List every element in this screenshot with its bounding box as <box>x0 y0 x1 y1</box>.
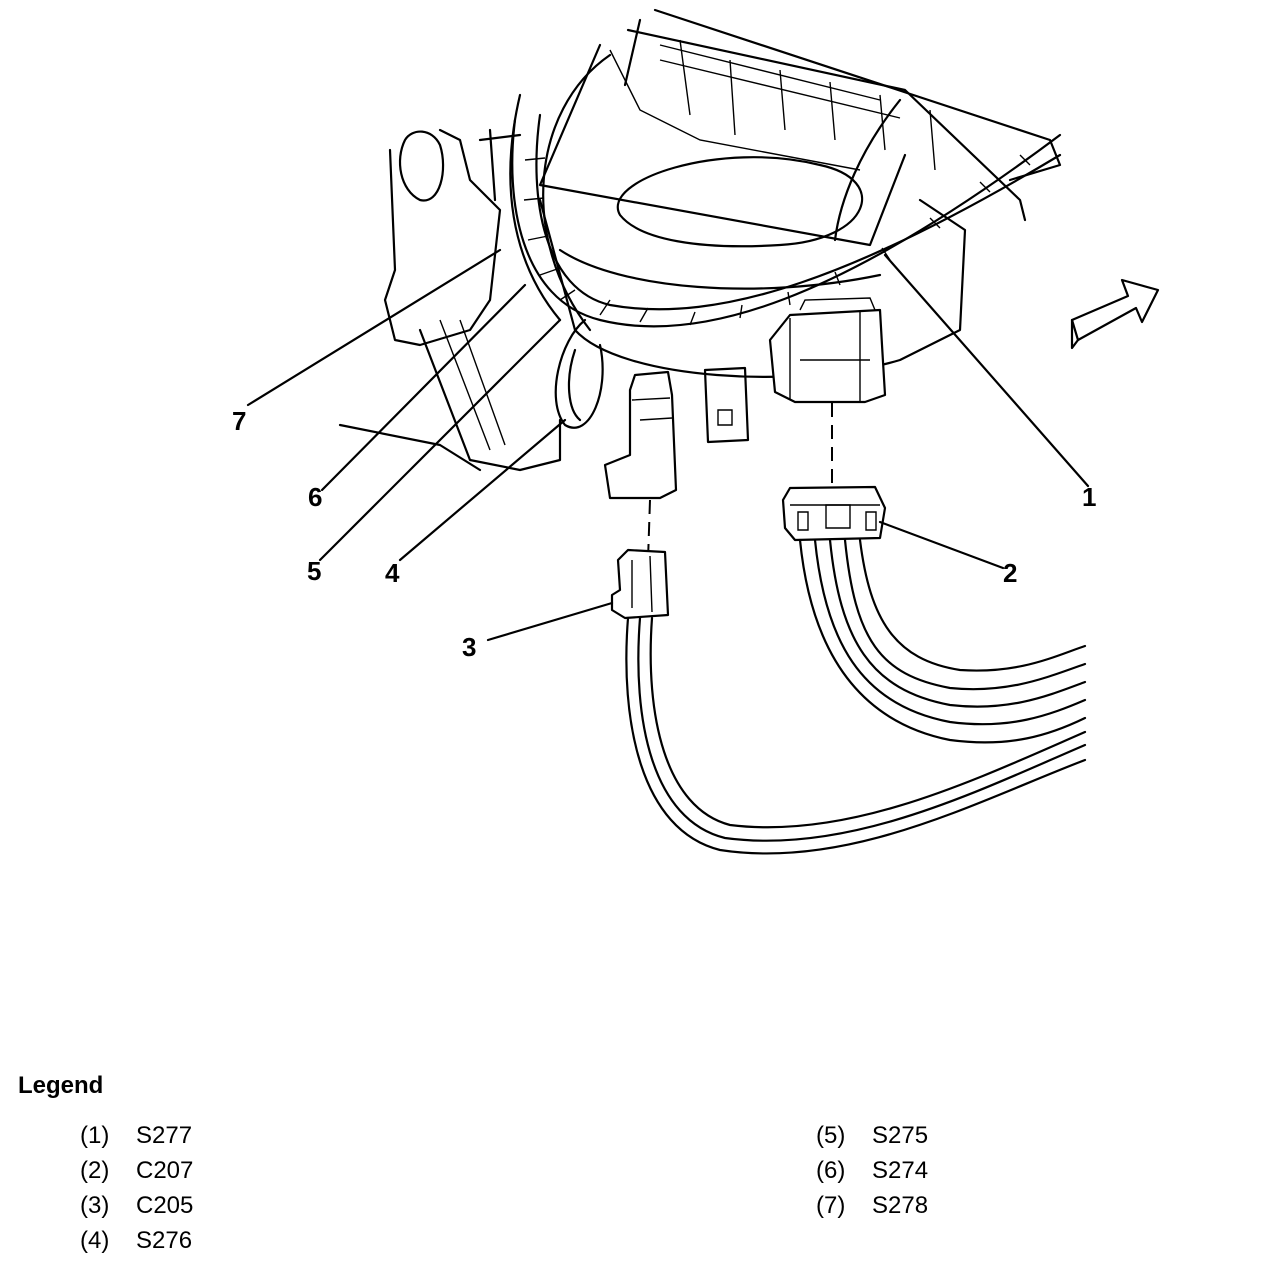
panel-frame <box>538 8 1062 248</box>
legend-item: (2) C207 <box>80 1157 193 1192</box>
callout-3: 3 <box>462 632 476 662</box>
legend-item: (5) S275 <box>816 1122 928 1157</box>
legend-item-number: (6) <box>816 1157 846 1184</box>
legend-item: (3) C205 <box>80 1192 193 1227</box>
legend-item-number: (1) <box>80 1122 110 1149</box>
legend-item-label: S276 <box>136 1227 193 1254</box>
left-bracket <box>338 128 562 472</box>
mating-connector-c207 <box>781 485 887 542</box>
hvac-housing <box>509 53 967 378</box>
legend-item-number: (4) <box>80 1227 110 1254</box>
legend-item-label: C207 <box>136 1157 194 1184</box>
callout-6: 6 <box>308 482 322 512</box>
legend-item-label: S277 <box>136 1122 193 1149</box>
callout-5: 5 <box>307 556 321 586</box>
callout-4: 4 <box>385 558 400 588</box>
legend-item-number: (7) <box>816 1192 846 1219</box>
callout-2: 2 <box>1003 558 1017 588</box>
callout-7: 7 <box>232 406 246 436</box>
wires-from-c207 <box>798 538 1087 744</box>
legend-item-number: (5) <box>816 1122 846 1149</box>
legend-item-label: S274 <box>872 1157 929 1184</box>
legend-item: (1) S277 <box>80 1122 193 1157</box>
mating-connector-c205 <box>610 548 670 620</box>
legend-item-label: S278 <box>872 1192 929 1219</box>
legend-item: (6) S274 <box>816 1157 928 1192</box>
legend-item-number: (2) <box>80 1157 110 1184</box>
legend-item-number: (3) <box>80 1192 110 1219</box>
callout-1: 1 <box>1082 482 1096 512</box>
legend-title: Legend <box>18 1072 104 1099</box>
legend-item-label: S275 <box>872 1122 929 1149</box>
wire-harness <box>511 113 1062 429</box>
wires-from-c205 <box>625 616 1087 855</box>
legend-item: (4) S276 <box>80 1227 193 1262</box>
legend-column-left: (1) S277 (2) C207 (3) C205 (4) S276 <box>80 1122 193 1262</box>
legend-item-label: C205 <box>136 1192 194 1219</box>
leader-lines <box>246 248 1090 642</box>
wiring-harness-diagram: 1 2 3 4 5 6 7 <box>232 8 1160 855</box>
legend-item: (7) S278 <box>816 1192 928 1227</box>
front-arrow-icon <box>1070 278 1160 350</box>
panel-connector-c207 <box>768 297 887 404</box>
panel-connector-c205 <box>603 366 750 500</box>
legend-column-right: (5) S275 (6) S274 (7) S278 <box>816 1122 928 1227</box>
